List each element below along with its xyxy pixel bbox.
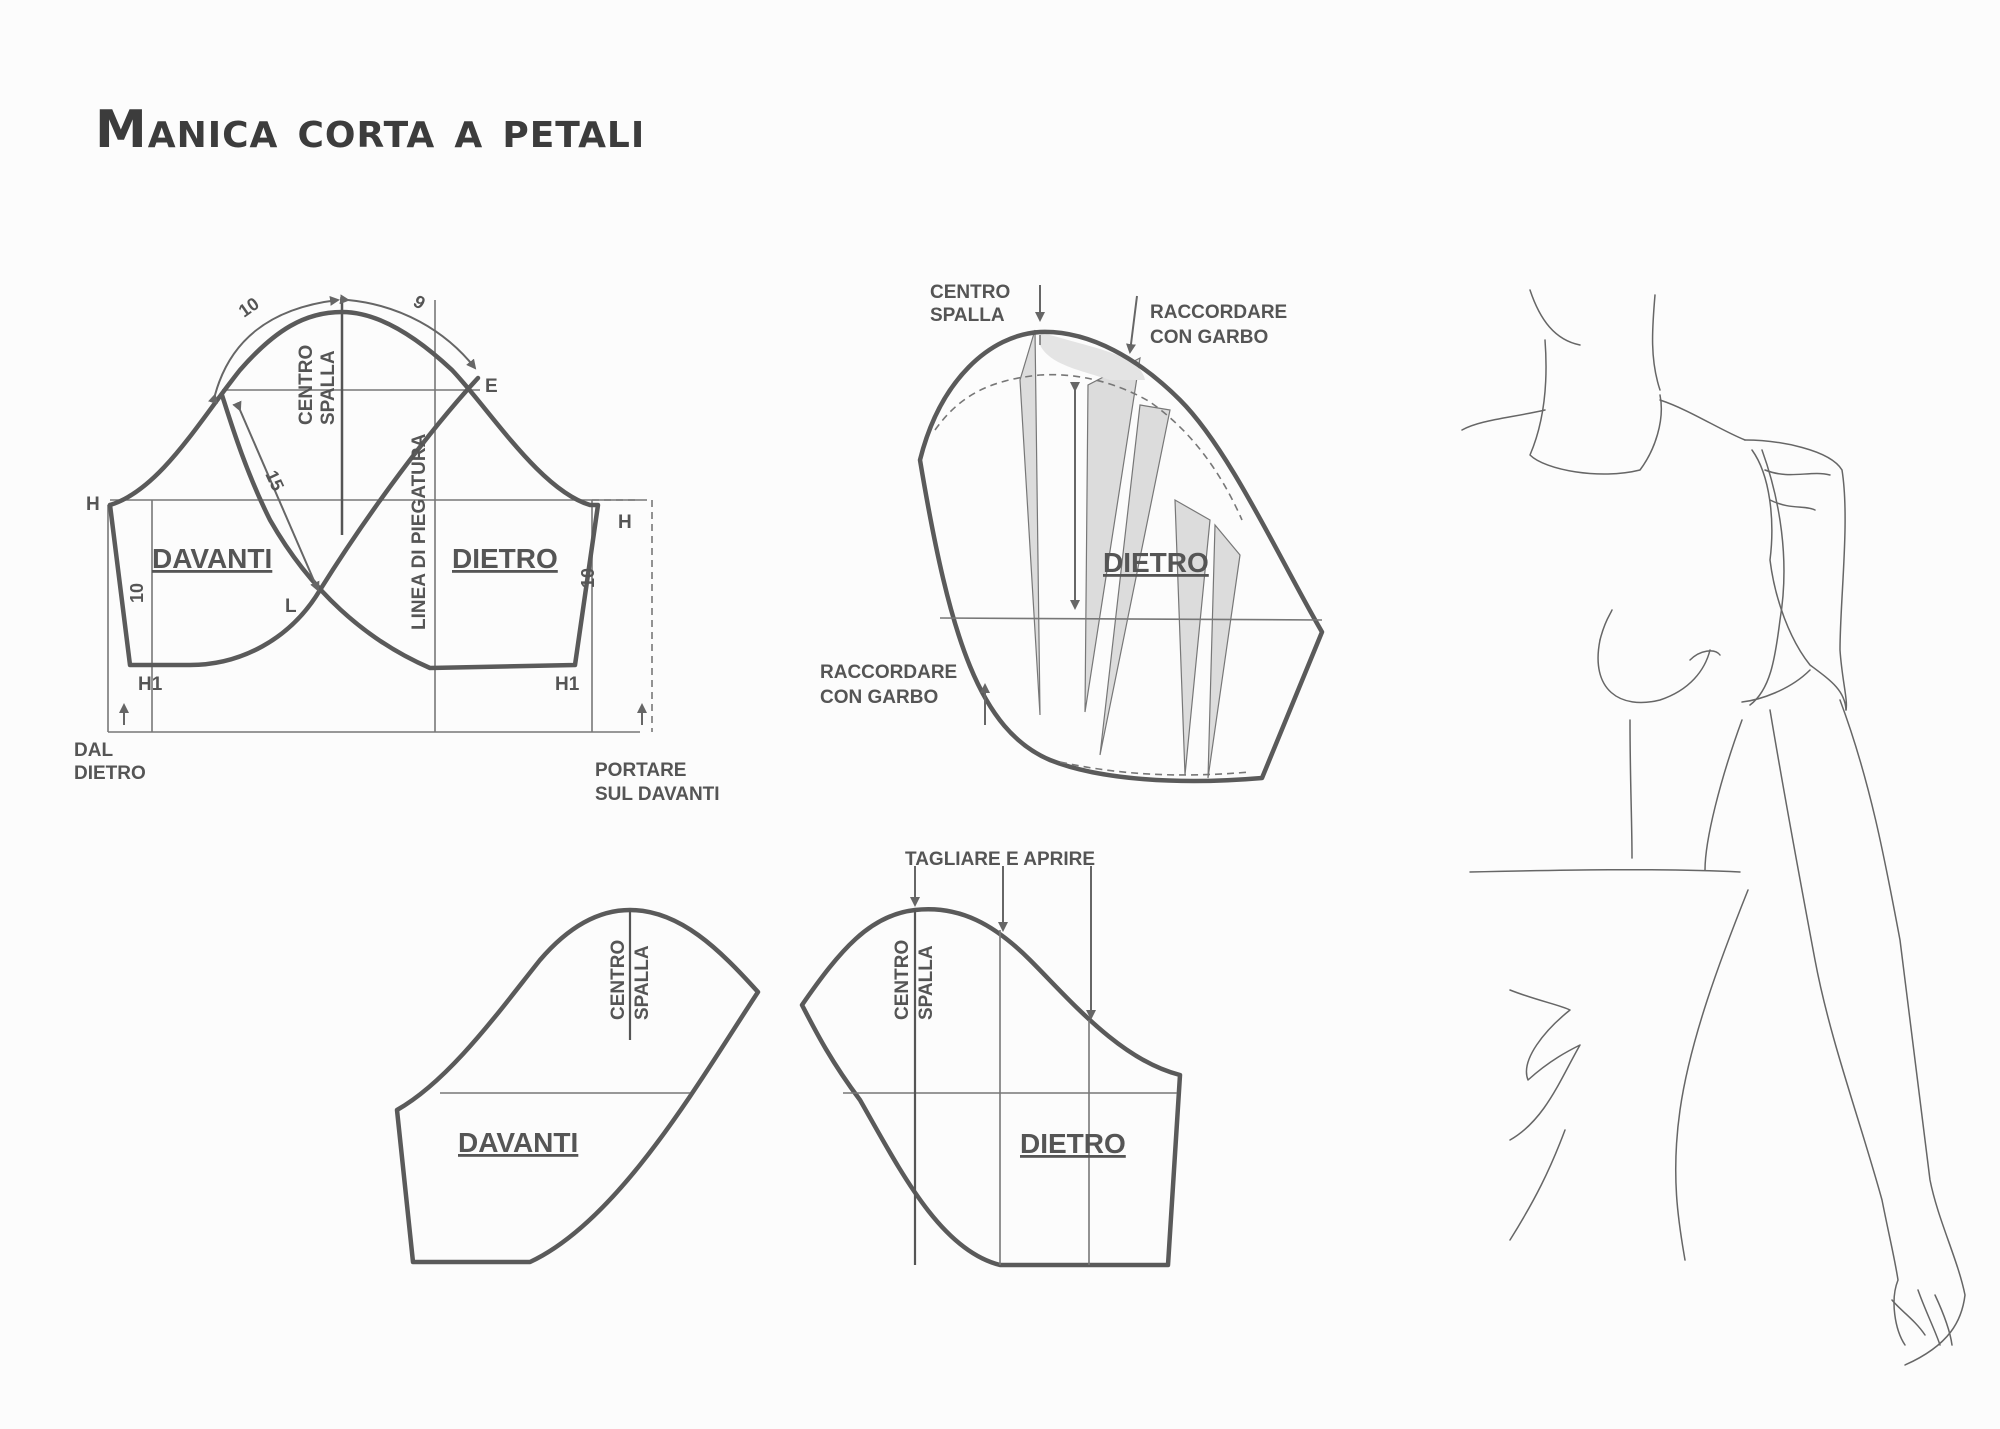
point-l: L (285, 596, 297, 617)
blend-curve-note-bottom-1: RACCORDARE (820, 662, 957, 683)
back-piece: TAGLIARE E APRIRE CENTRO SPALLA DIETRO (799, 849, 1183, 1268)
sleeve-outline-front (107, 309, 601, 671)
sleeve-draft-diagram: 10 9 15 10 10 H H E L H1 H1 CENTRO SPALL… (74, 291, 720, 805)
measure-diagonal: 15 (261, 467, 288, 494)
slashed-back-outline (917, 329, 1325, 784)
centro-label-3b: CENTRO (892, 940, 913, 1020)
bring-front-note-1: PORTARE (595, 760, 686, 781)
back-panel-label-2: DIETRO (1103, 547, 1209, 578)
front-piece-label: DAVANTI (458, 1127, 578, 1158)
spalla-label-3a: SPALLA (632, 945, 653, 1020)
fold-line-label: LINEA DI PIEGATURA (409, 433, 430, 630)
spalla-label-2: SPALLA (930, 305, 1005, 326)
waistline (1469, 868, 1741, 873)
point-h-left: H (86, 494, 100, 515)
point-e: E (485, 376, 498, 397)
front-panel-label: DAVANTI (152, 543, 272, 574)
hand (1891, 1289, 1953, 1346)
centro-label-3a: CENTRO (608, 940, 629, 1020)
cut-and-open-label: TAGLIARE E APRIRE (905, 849, 1095, 870)
back-piece-outline (799, 907, 1183, 1268)
sleeve-outline-back (107, 375, 481, 668)
point-h-right: H (618, 512, 632, 533)
back-panel-label: DIETRO (452, 543, 558, 574)
from-back-note-2: DIETRO (74, 763, 146, 784)
page-title: Manica corta a petali (95, 100, 646, 160)
spalla-label-3b: SPALLA (916, 945, 937, 1020)
point-h1-right: H1 (555, 674, 580, 695)
blend-curve-note-top-2: CON GARBO (1150, 327, 1268, 348)
measure-right-side: 10 (578, 568, 598, 588)
spalla-label: SPALLA (318, 350, 339, 425)
centro-label-2: CENTRO (930, 282, 1010, 303)
blend-curve-note-bottom-2: CON GARBO (820, 687, 938, 708)
back-piece-label: DIETRO (1020, 1128, 1126, 1159)
front-piece-outline (394, 907, 761, 1265)
slashed-back-diagram: CENTRO SPALLA RACCORDARE CON GARBO RACCO… (820, 282, 1325, 784)
measure-front-arc: 10 (235, 293, 263, 321)
from-back-note-1: DAL (74, 740, 113, 761)
centro-label: CENTRO (296, 345, 317, 425)
arm (1839, 699, 1966, 1366)
fashion-sketch (1461, 289, 1966, 1366)
measure-back-arc: 9 (410, 291, 429, 313)
point-h1-left: H1 (138, 674, 163, 695)
bring-front-note-2: SUL DAVANTI (595, 784, 720, 805)
front-piece: CENTRO SPALLA DAVANTI (394, 907, 761, 1265)
sleeve-petal (1744, 439, 1848, 711)
measure-left-side: 10 (127, 583, 147, 603)
blend-curve-note-top-1: RACCORDARE (1150, 302, 1287, 323)
